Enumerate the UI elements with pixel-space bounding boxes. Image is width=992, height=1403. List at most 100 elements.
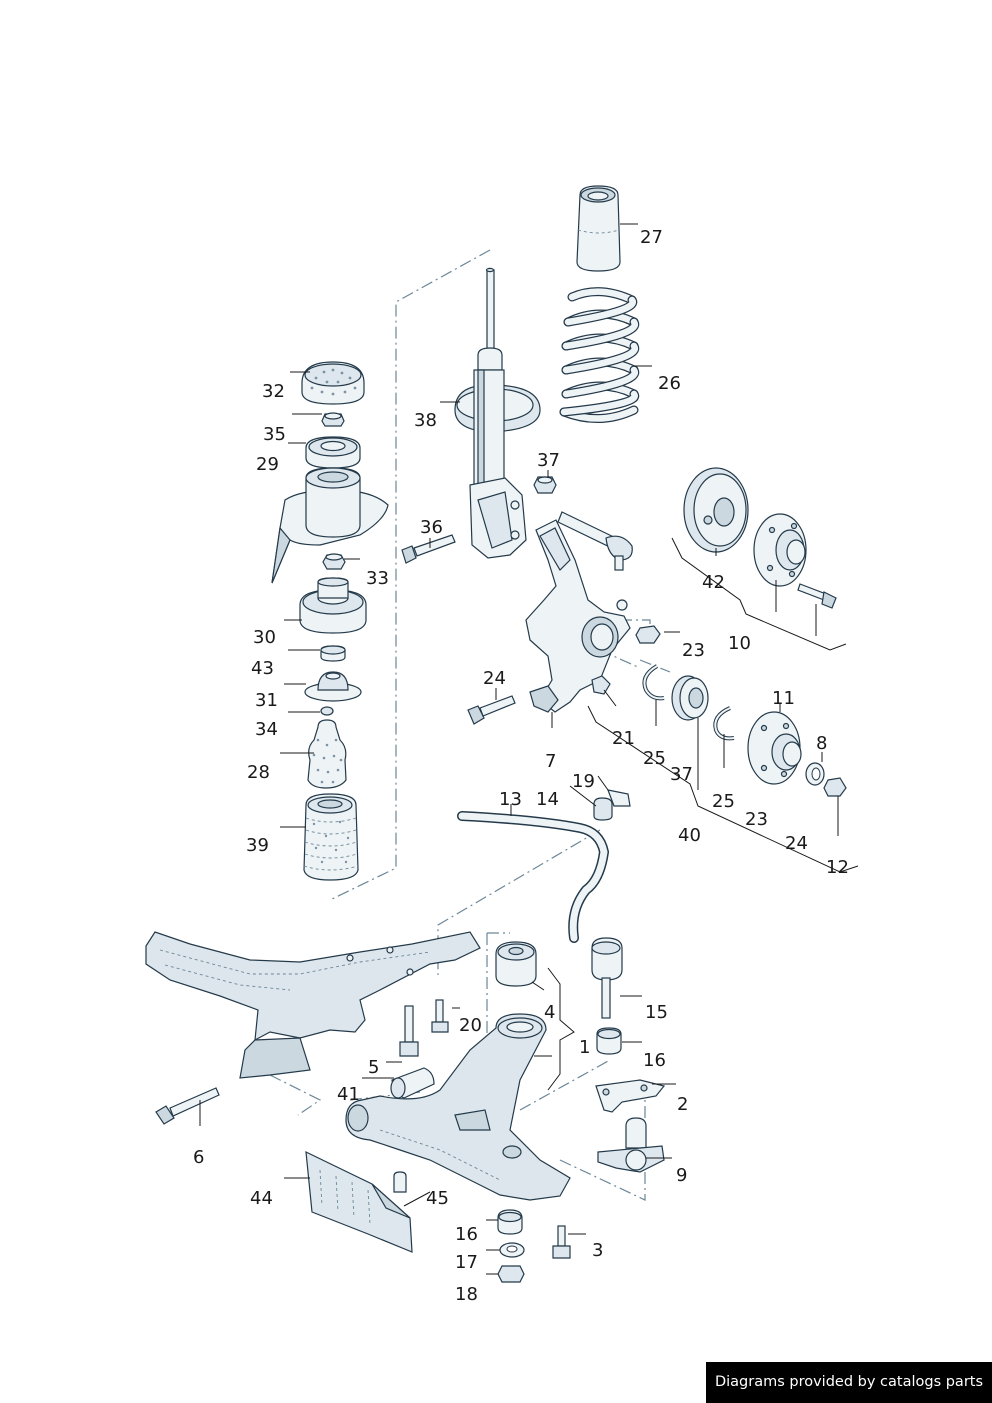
callout-42: 42 — [702, 572, 725, 593]
callout-17: 17 — [455, 1252, 478, 1273]
strut-clamp-bolt-part — [401, 534, 456, 564]
spacer-ring-part — [320, 645, 346, 662]
callout-23-lower: 23 — [745, 809, 768, 830]
callout-33: 33 — [366, 568, 389, 589]
bump-stop-part — [307, 719, 347, 789]
subframe-part — [145, 931, 481, 1079]
callout-35: 35 — [263, 424, 286, 445]
callout-45: 45 — [426, 1188, 449, 1209]
front-bushing-part — [390, 1067, 435, 1099]
brake-backplate-part — [683, 467, 749, 553]
callout-44: 44 — [250, 1188, 273, 1209]
stabilizer-bar-part — [457, 811, 610, 943]
wheel-hub-lower-part — [747, 711, 802, 785]
callout-19: 19 — [572, 771, 595, 792]
callout-23-upper: 23 — [682, 640, 705, 661]
callout-21: 21 — [612, 728, 635, 749]
hub-bolt-part — [797, 583, 837, 609]
coupling-rod-part — [591, 937, 623, 1019]
callout-37-upper: 37 — [537, 450, 560, 471]
callout-18: 18 — [455, 1284, 478, 1305]
callout-24-lower: 24 — [785, 833, 808, 854]
top-mount-part — [299, 577, 367, 634]
wheel-hub-upper-part — [753, 513, 807, 587]
callout-16-lower: 16 — [455, 1224, 478, 1245]
callout-39: 39 — [246, 835, 269, 856]
callout-24-upper: 24 — [483, 668, 506, 689]
callout-37-lower: 37 — [670, 764, 693, 785]
callout-27: 27 — [640, 227, 663, 248]
callout-12: 12 — [826, 857, 849, 878]
lower-washer-part — [499, 1242, 525, 1258]
strut-tower-part — [271, 467, 389, 584]
callout-30: 30 — [253, 627, 276, 648]
wheel-bearing-part — [642, 664, 735, 741]
callout-38: 38 — [414, 410, 437, 431]
ball-joint-part — [597, 1117, 665, 1173]
strut-mount-stack — [271, 361, 389, 881]
coil-spring-part — [559, 287, 640, 424]
control-arm-bolt-part — [155, 1087, 220, 1125]
callout-25-lower: 25 — [712, 791, 735, 812]
dust-cap-part — [301, 361, 365, 405]
credit-banner: Diagrams provided by catalogs parts — [706, 1362, 992, 1403]
callout-13: 13 — [499, 789, 522, 810]
strut-bearing-part — [305, 436, 361, 469]
spring-bellows-part — [576, 185, 621, 272]
callout-26: 26 — [658, 373, 681, 394]
seat-nut-part — [320, 706, 334, 716]
splash-guard-part — [305, 1150, 413, 1253]
lower-bushing-part — [497, 1209, 523, 1235]
leader-lines — [199, 223, 859, 1275]
guard-clip-part — [393, 1171, 407, 1193]
callout-labels: 27 26 32 38 35 29 37 36 33 42 30 10 23 4… — [193, 227, 849, 1305]
subframe-bolt-part — [399, 999, 449, 1057]
ball-joint-bracket-part — [595, 1079, 666, 1113]
callout-8: 8 — [816, 733, 827, 754]
assembly-lines — [269, 249, 671, 1201]
callout-41: 41 — [337, 1084, 360, 1105]
lower-nut-part — [497, 1265, 525, 1283]
callout-1: 1 — [579, 1037, 590, 1058]
callout-5: 5 — [368, 1057, 379, 1078]
shock-absorber-part — [454, 267, 541, 559]
callout-2: 2 — [677, 1094, 688, 1115]
callout-43: 43 — [251, 658, 274, 679]
callout-6: 6 — [193, 1147, 204, 1168]
callout-40: 40 — [678, 825, 701, 846]
callout-34: 34 — [255, 719, 278, 740]
protective-boot-part — [303, 793, 359, 881]
callout-15: 15 — [645, 1002, 668, 1023]
hub-nut-part — [823, 777, 847, 797]
coupling-rod-bush-part — [596, 1027, 622, 1055]
strut-nut-part — [321, 412, 345, 427]
callout-16-upper: 16 — [643, 1050, 666, 1071]
rear-bushing-part — [495, 941, 537, 987]
callout-25-upper: 25 — [643, 748, 666, 769]
knuckle-bolt-part — [467, 695, 516, 725]
callout-4: 4 — [544, 1002, 555, 1023]
strut-clamp-nut-part — [533, 476, 557, 494]
knuckle-nut-part — [635, 625, 661, 644]
callout-3: 3 — [592, 1240, 603, 1261]
stabilizer-bushing-part — [593, 789, 631, 821]
callout-9: 9 — [676, 1165, 687, 1186]
callout-28: 28 — [247, 762, 270, 783]
callout-10: 10 — [728, 633, 751, 654]
callout-11: 11 — [772, 688, 795, 709]
callout-14: 14 — [536, 789, 559, 810]
callout-20: 20 — [459, 1015, 482, 1036]
callout-29: 29 — [256, 454, 279, 475]
heat-shield-bolt-part — [591, 675, 611, 695]
spring-seat-part — [304, 671, 362, 702]
callout-7: 7 — [545, 751, 556, 772]
callout-32: 32 — [262, 381, 285, 402]
control-arm-part — [345, 1013, 571, 1201]
hub-washer-part — [805, 762, 825, 786]
lower-bolt-part — [552, 1225, 571, 1259]
tie-rod-end-part — [557, 511, 633, 571]
steering-knuckle-part — [525, 519, 631, 713]
tower-nut-part — [322, 553, 346, 570]
callout-36: 36 — [420, 517, 443, 538]
